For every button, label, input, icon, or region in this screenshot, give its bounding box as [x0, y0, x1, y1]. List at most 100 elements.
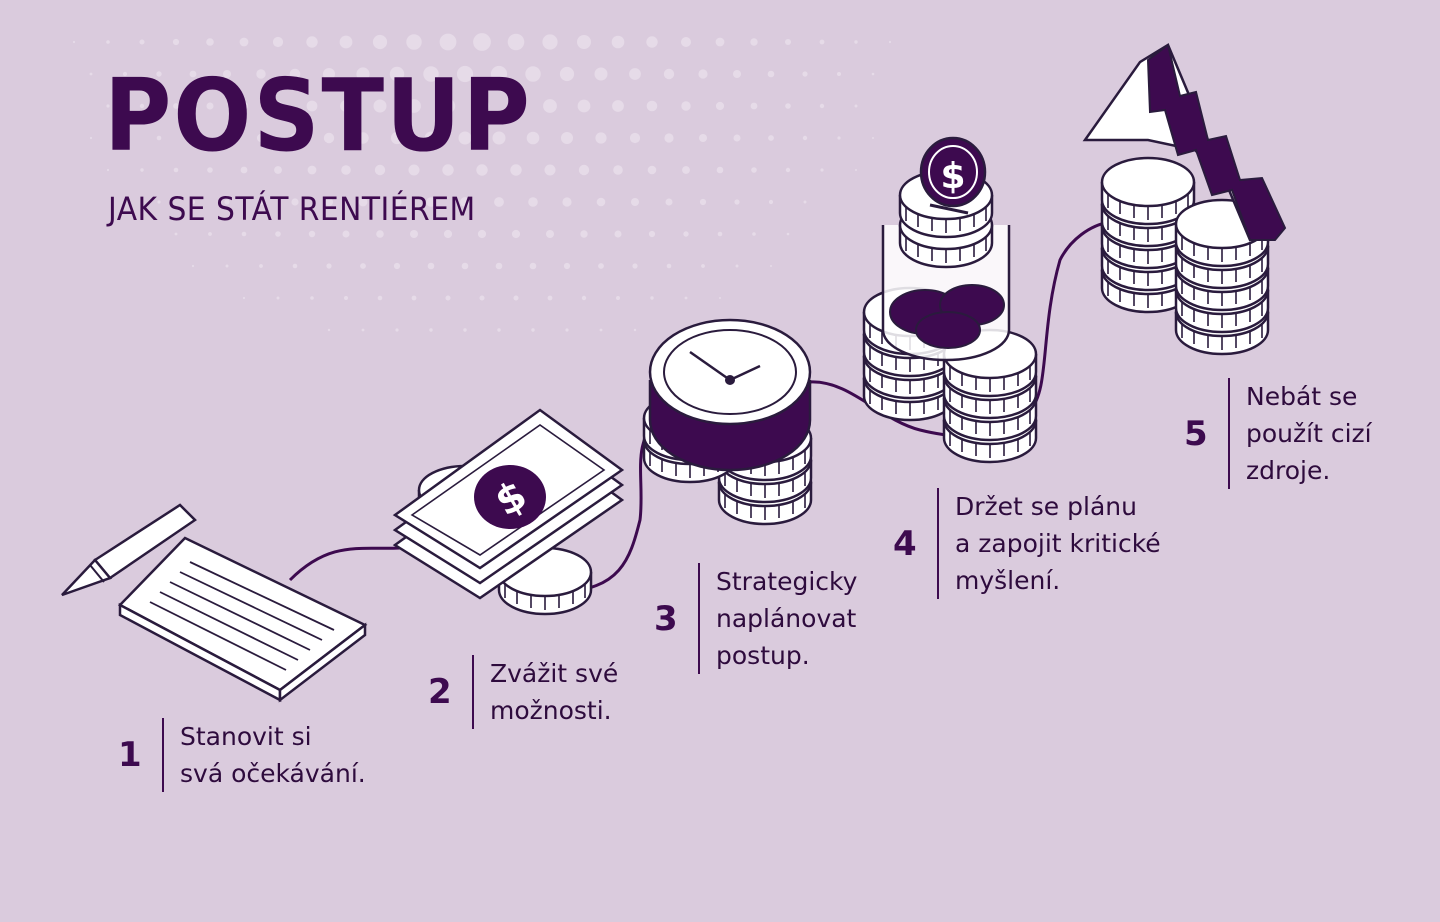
halftone-dot: [429, 328, 433, 332]
halftone-dot: [310, 296, 314, 300]
halftone-dot: [390, 131, 404, 145]
halftone-dot: [423, 66, 439, 82]
halftone-dot: [665, 198, 673, 206]
halftone-dot: [837, 136, 841, 140]
page-subtitle: JAK SE STÁT RENTIÉREM: [108, 190, 476, 228]
halftone-dot: [460, 197, 470, 207]
halftone-dot: [715, 101, 725, 111]
halftone-dot: [629, 68, 641, 80]
halftone-dot: [479, 295, 485, 301]
halftone-dot: [307, 165, 317, 175]
halftone-dot: [240, 166, 248, 174]
halftone-dot: [580, 230, 588, 238]
svg-text:$: $: [940, 156, 965, 197]
halftone-dot: [289, 68, 301, 80]
step-1: 1 Stanovit si svá očekávání.: [118, 718, 366, 792]
halftone-dot: [871, 72, 875, 76]
halftone-dot: [546, 230, 554, 238]
banknotes-icon: $: [392, 408, 625, 616]
halftone-dot: [257, 198, 265, 206]
halftone-dot: [411, 295, 417, 301]
halftone-dot: [440, 98, 456, 114]
halftone-dot: [751, 167, 757, 173]
halftone-dot: [559, 66, 575, 82]
halftone-dot: [734, 199, 740, 205]
halftone-dot: [716, 166, 724, 174]
halftone-dot: [699, 198, 707, 206]
halftone-dot: [683, 231, 689, 237]
halftone-dot: [139, 103, 145, 109]
halftone-dot: [239, 101, 249, 111]
halftone-dot: [344, 296, 348, 300]
halftone-dot: [577, 35, 591, 49]
halftone-dot: [290, 133, 300, 143]
halftone-dot: [272, 36, 284, 48]
halftone-dot: [528, 197, 538, 207]
halftone-dot: [510, 164, 522, 176]
halftone-dot: [341, 165, 351, 175]
halftone-dot: [802, 135, 808, 141]
halftone-dot: [495, 262, 503, 270]
halftone-dot: [427, 262, 435, 270]
halftone-dot: [595, 132, 607, 144]
halftone-dot: [241, 231, 247, 237]
halftone-dot: [206, 102, 214, 110]
halftone-dot: [650, 296, 654, 300]
halftone-dot: [106, 104, 110, 108]
halftone-dot: [733, 134, 741, 142]
halftone-dot: [563, 262, 571, 270]
step-text: Držet se plánu a zapojit kritické myšlen…: [955, 492, 1161, 595]
halftone-dot: [173, 103, 179, 109]
halftone-dot: [374, 164, 386, 176]
halftone-dot: [497, 328, 501, 332]
halftone-dot: [191, 264, 195, 268]
mountain-coins-icon: [1082, 43, 1287, 356]
halftone-dot: [340, 100, 352, 112]
halftone-dot: [594, 67, 608, 81]
halftone-dot: [376, 230, 384, 238]
halftone-dot: [458, 131, 472, 145]
halftone-dot: [372, 34, 388, 50]
halftone-dot: [632, 263, 638, 269]
halftone-dot: [543, 99, 557, 113]
halftone-dot: [752, 232, 756, 236]
step-divider: [937, 488, 939, 599]
halftone-dot: [239, 37, 249, 47]
halftone-dot: [172, 38, 180, 46]
step-text: Strategicky naplánovat postup.: [716, 567, 858, 670]
halftone-dot: [494, 197, 504, 207]
halftone-dot: [223, 134, 231, 142]
halftone-dot: [888, 40, 892, 44]
step-3: 3 Strategicky naplánovat postup.: [654, 563, 857, 674]
step-5: 5 Nebát se použít cizí zdroje.: [1184, 378, 1372, 489]
halftone-dot: [393, 262, 401, 270]
halftone-dot: [395, 328, 399, 332]
halftone-dot: [276, 296, 280, 300]
halftone-dot: [274, 166, 282, 174]
halftone-dot: [733, 70, 741, 78]
halftone-dot: [544, 164, 556, 176]
halftone-dot: [106, 40, 110, 44]
halftone-dot: [326, 263, 332, 269]
halftone-dot: [513, 295, 519, 301]
halftone-dot: [323, 132, 335, 144]
step-number: 5: [1184, 413, 1208, 454]
step-divider: [162, 718, 164, 792]
halftone-dot: [786, 232, 790, 236]
halftone-dot: [426, 197, 436, 207]
halftone-dot: [698, 69, 708, 79]
halftone-dot: [476, 164, 488, 176]
halftone-dot: [768, 199, 774, 205]
halftone-dot: [820, 168, 824, 172]
halftone-dot: [785, 39, 791, 45]
halftone-dot: [408, 164, 420, 176]
halftone-dot: [275, 231, 281, 237]
halftone-dot: [599, 328, 603, 332]
halftone-dot: [123, 136, 127, 140]
halftone-dot: [767, 70, 775, 78]
halftone-dot: [629, 132, 641, 144]
halftone-dot: [768, 135, 774, 141]
halftone-dot: [157, 200, 161, 204]
halftone-dots: [72, 33, 892, 332]
